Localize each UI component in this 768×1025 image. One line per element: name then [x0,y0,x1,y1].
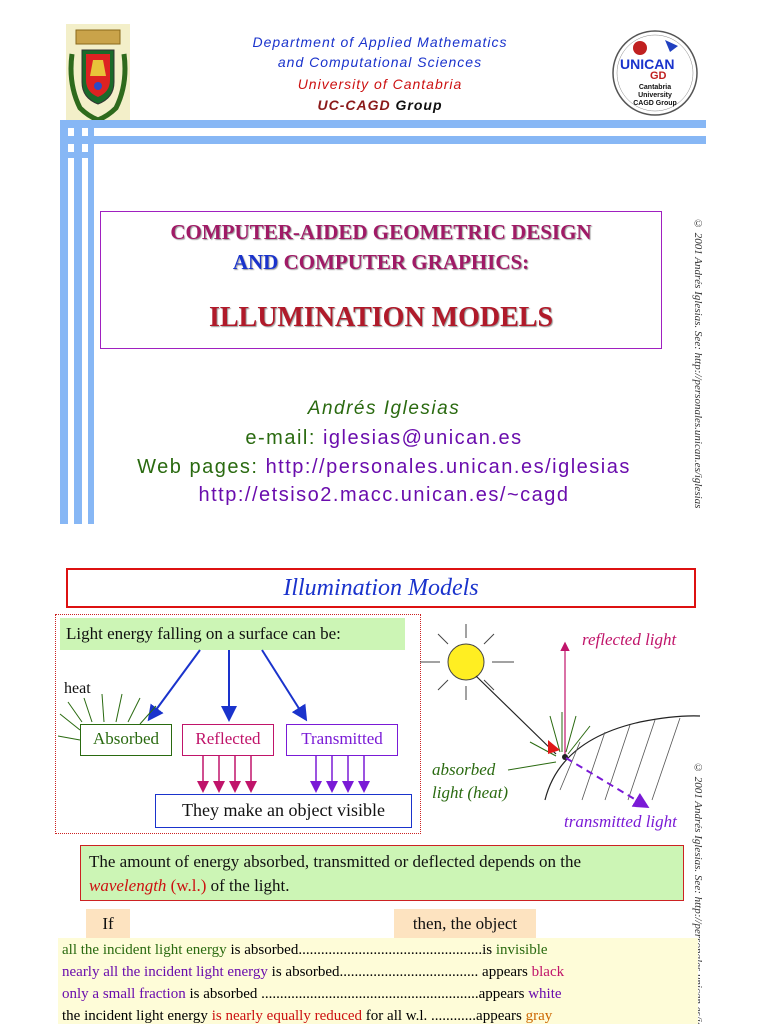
row-result: invisible [495,942,548,958]
absorption-table: all the incident light energy is absorbe… [58,938,698,1024]
table-row: only a small fraction is absorbed ......… [62,986,562,1003]
row-condition: all the incident light energy [62,942,227,958]
row-result: black [531,964,565,980]
web-link-1[interactable]: http://personales.unican.es/iglesias [265,456,631,478]
row-middle: is absorbed.............................… [267,964,532,980]
if-label: If [86,909,130,939]
transmitted-box: Transmitted [286,724,398,756]
row-middle: is absorbed.............................… [226,942,496,958]
row-condition: only a small fraction [62,986,186,1002]
logo-text-gd: GD [650,70,667,82]
table-row: the incident light energy is nearly equa… [62,1008,552,1025]
logo-text-can: CAN [644,56,675,72]
copyright-top: © 2001 Andrés Iglesias. See: http://pers… [692,218,704,509]
author-name: Andrés Iglesias [307,398,461,419]
author-email-line: e-mail: iglesias@unican.es [0,427,768,450]
title-box: COMPUTER-AIDED GEOMETRIC DESIGN AND COMP… [100,211,662,349]
university-crest-logo [66,24,130,124]
visible-box: They make an object visible [155,794,412,828]
row-result: gray [525,1008,553,1024]
logo-text-uni: UNI [620,56,645,72]
then-label: then, the object [394,909,536,939]
main-title: ILLUMINATION MODELS [208,302,554,333]
group-name: UC-CAGD Group [200,97,560,113]
row-condition: is nearly equally reduced [211,1008,363,1024]
logo-caption-1: Cantabria University [638,84,672,99]
decor-bar-v1 [60,120,68,524]
reflected-box: Reflected [182,724,274,756]
web-label: Web pages: [137,456,259,478]
sun-icon [420,624,557,755]
heat-label: heat [64,680,91,697]
university-name: University of Cantabria [297,76,463,92]
unican-cagd-logo: UNICAN GD Cantabria University CAGD Grou… [610,28,700,118]
web-link-2[interactable]: http://etsiso2.macc.unican.es/~cagd [198,484,570,506]
title-line-2: AND COMPUTER GRAPHICS: [101,250,661,275]
author-web-line: Web pages: http://personales.unican.es/i… [0,456,768,479]
energy-wavelength: wavelength [89,876,167,895]
reflected-light-label: reflected light [582,630,677,649]
row-result: white [528,986,562,1002]
absorbed-light-label-1: absorbed [432,760,496,779]
email-label: e-mail: [245,427,316,449]
table-row: nearly all the incident light energy is … [62,964,564,981]
row-middle: is absorbed ............................… [185,986,529,1002]
energy-wl: (w.l.) [170,876,207,895]
decor-bar-h2 [60,136,706,144]
group-name-acronym: UC-CAGD [317,97,391,113]
section-title: Illumination Models [283,575,479,601]
table-row: all the incident light energy is absorbe… [62,942,548,959]
title-line-1: COMPUTER-AIDED GEOMETRIC DESIGN [170,220,592,244]
section-title-box: Illumination Models [66,568,696,608]
absorbed-light-label-2: light (heat) [432,783,509,802]
absorbed-box: Absorbed [80,724,172,756]
decor-bar-v2 [74,128,82,524]
row-condition: nearly all the incident light energy [62,964,268,980]
transmitted-light-label: transmitted light [564,812,677,831]
row-prefix: the incident light energy [62,1008,212,1024]
energy-text-2: of the light. [210,876,290,895]
email-link[interactable]: iglesias@unican.es [322,427,523,449]
energy-statement: The amount of energy absorbed, transmitt… [80,845,684,901]
group-name-word: Group [395,97,443,113]
decor-bar-h1 [60,120,706,128]
energy-text-1: The amount of energy absorbed, transmitt… [89,852,582,871]
decor-bar-v3 [88,128,94,524]
title-and: AND [232,250,279,274]
dept-line-2: and Computational Sciences [277,54,483,70]
row-middle: for all w.l. ............appears [362,1008,526,1024]
light-energy-label: Light energy falling on a surface can be… [60,618,405,650]
dept-line-1: Department of Applied Mathematics [252,34,508,50]
logo-caption-2: CAGD Group [633,100,677,107]
energy-diagram-box [55,614,421,834]
title-computer-graphics: COMPUTER GRAPHICS: [283,250,530,274]
